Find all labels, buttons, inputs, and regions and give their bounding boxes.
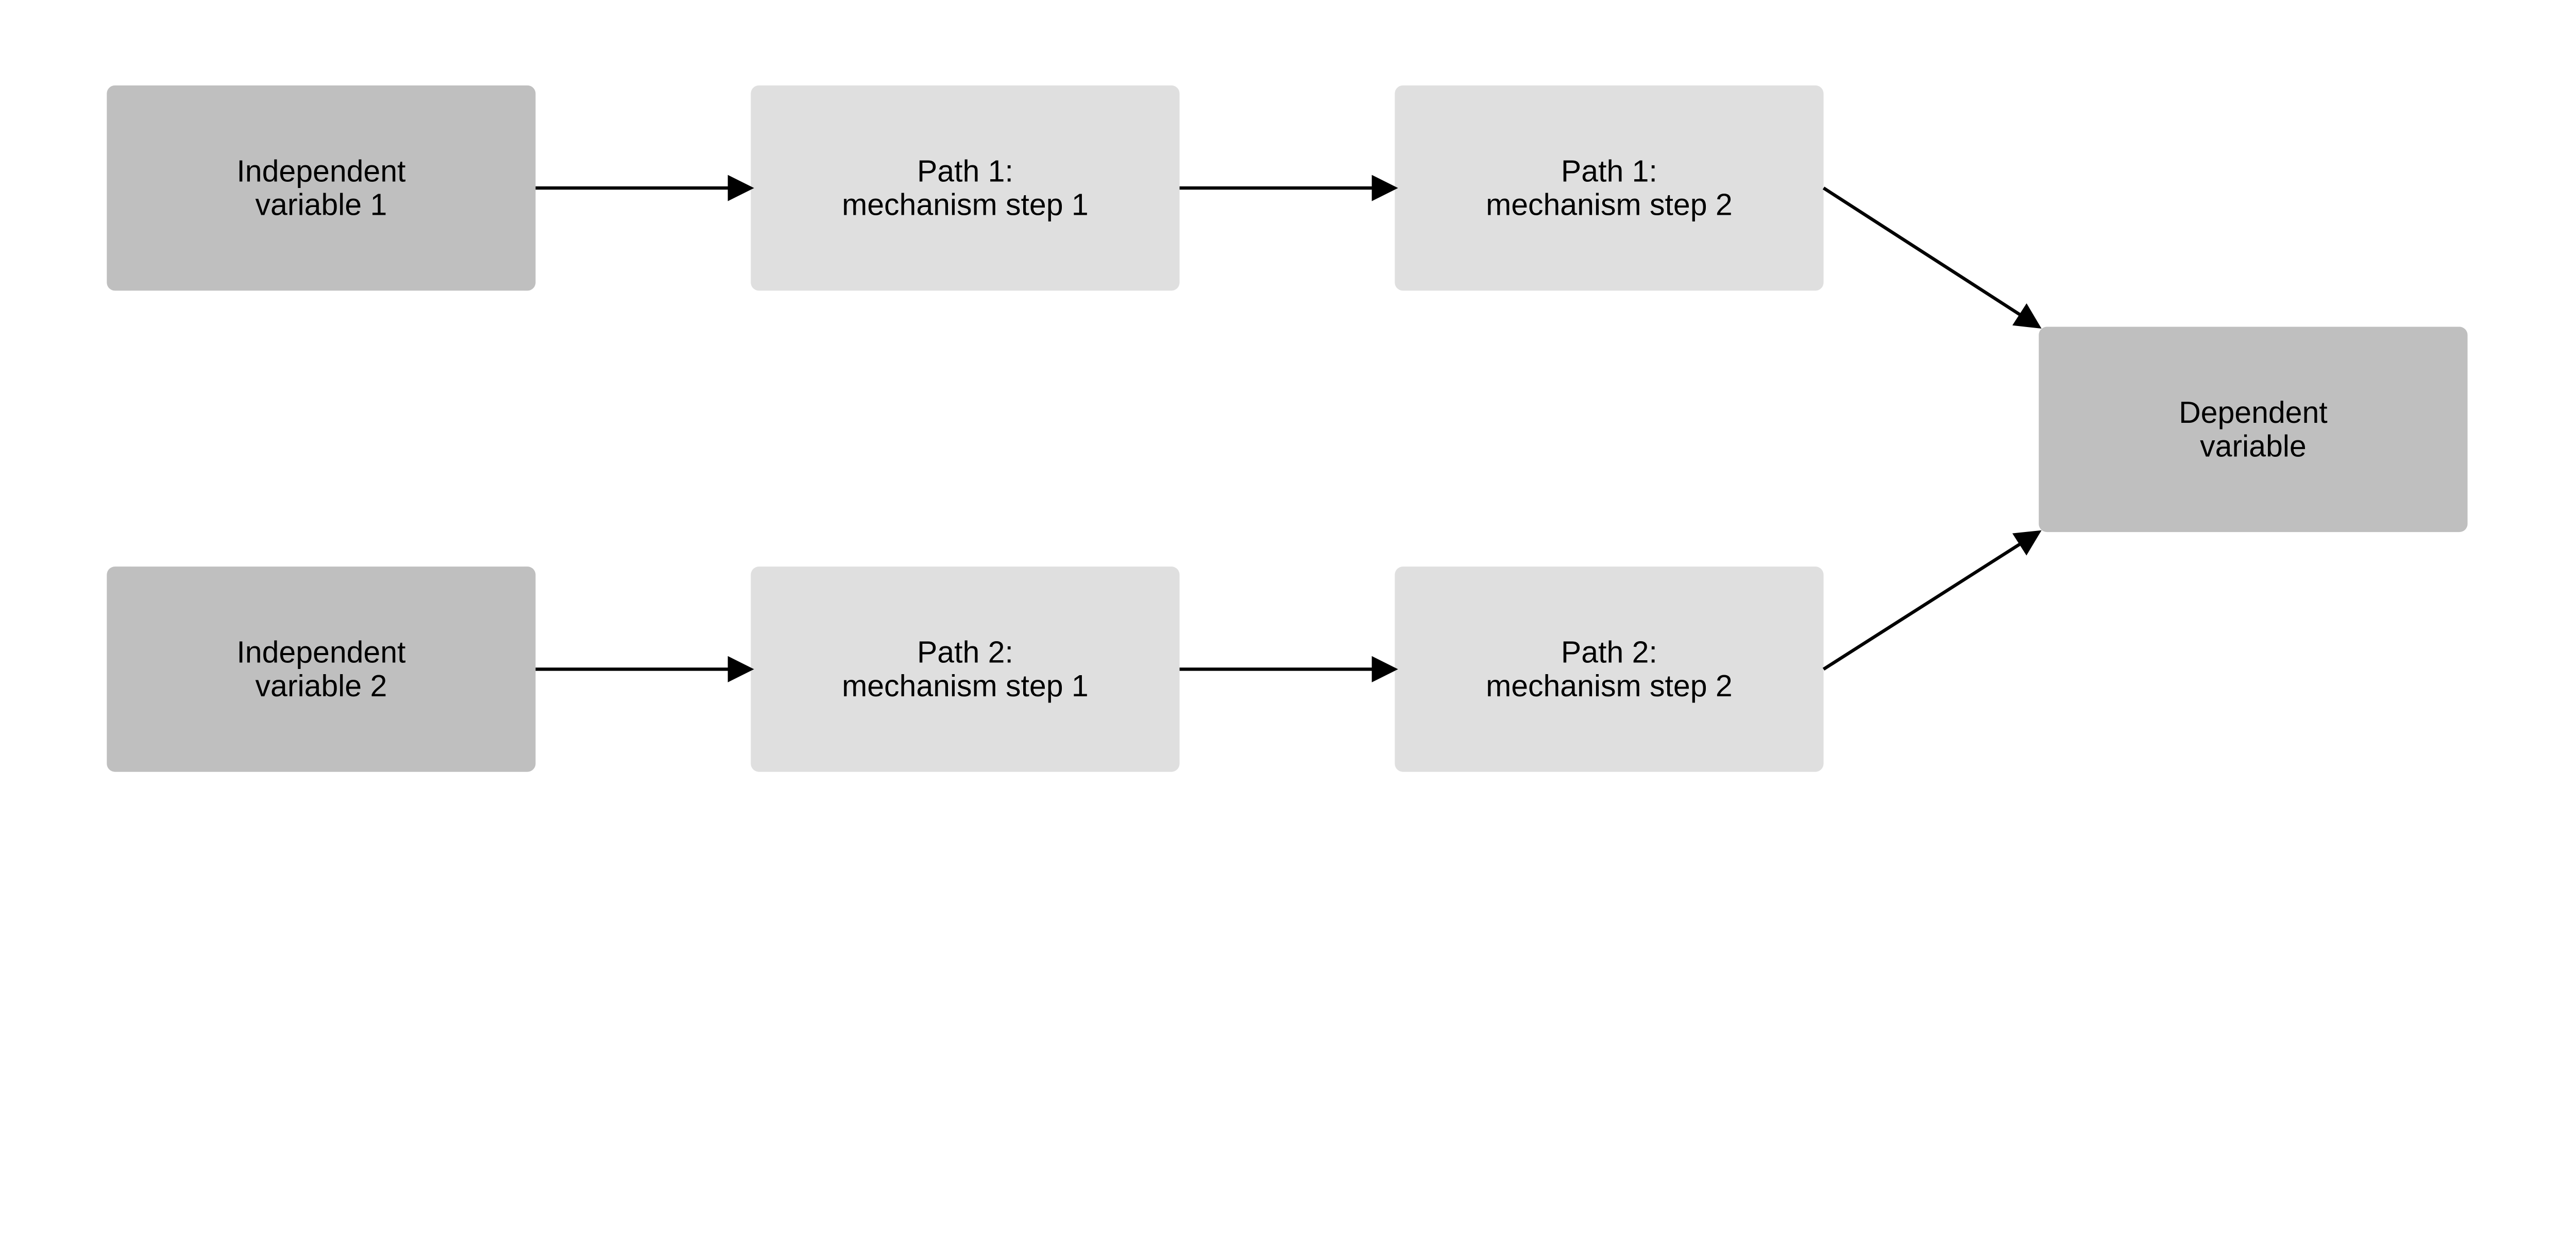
node-label-line: Independent xyxy=(236,636,405,670)
node-label-line: variable xyxy=(2200,429,2307,463)
node-box xyxy=(107,566,536,772)
edge-layer xyxy=(535,175,2042,682)
node-label-line: mechanism step 1 xyxy=(842,188,1089,222)
arrow-p1s2-to-dv xyxy=(1822,186,2042,329)
node-box xyxy=(107,85,536,291)
node-box xyxy=(1395,566,1824,772)
node-label-line: Path 1: xyxy=(1561,154,1657,188)
node-box xyxy=(1395,85,1824,291)
node-label-line: Path 2: xyxy=(917,636,1013,670)
node-label-line: Dependent xyxy=(2179,396,2328,430)
node-label-line: variable 2 xyxy=(256,669,387,703)
node-label-line: Path 1: xyxy=(917,154,1013,188)
node-label-line: mechanism step 2 xyxy=(1486,669,1733,703)
node-label-line: Independent xyxy=(236,154,405,188)
node-label-line: mechanism step 2 xyxy=(1486,188,1733,222)
arrow-p2s2-to-dv xyxy=(1822,530,2042,671)
node-p1s2: Path 1:mechanism step 2 xyxy=(1395,85,1824,291)
node-label-line: Path 2: xyxy=(1561,636,1657,670)
node-label-line: variable 1 xyxy=(256,188,387,222)
node-box xyxy=(751,566,1180,772)
node-p2s2: Path 2:mechanism step 2 xyxy=(1395,566,1824,772)
node-p1s1: Path 1:mechanism step 1 xyxy=(751,85,1180,291)
node-label-line: mechanism step 1 xyxy=(842,669,1089,703)
node-p2s1: Path 2:mechanism step 1 xyxy=(751,566,1180,772)
node-box xyxy=(751,85,1180,291)
node-box xyxy=(2039,327,2468,533)
